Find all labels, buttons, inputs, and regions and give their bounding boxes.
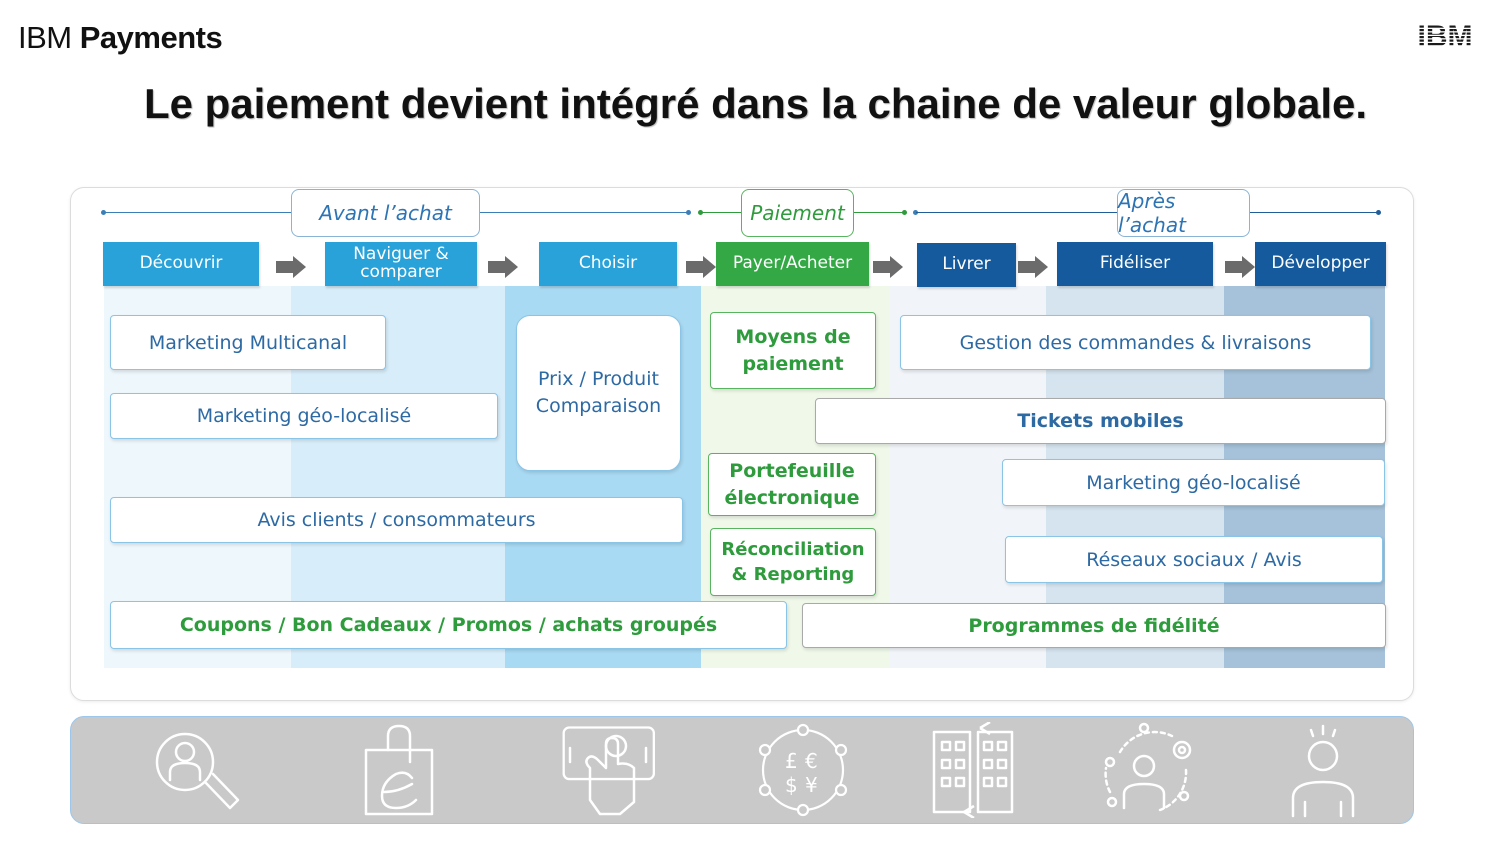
box-marketing-geo-localise-left: Marketing géo-localisé <box>110 393 498 439</box>
ibm-logo-icon: IBM <box>1418 22 1473 50</box>
arrow-right-icon <box>686 256 716 278</box>
box-marketing-multicanal: Marketing Multicanal <box>110 315 386 370</box>
phase-before: Avant l’achat <box>291 189 480 237</box>
arrow-right-icon <box>873 256 903 278</box>
box-portefeuille-electronique: Portefeuille électronique <box>708 453 876 516</box>
brand-title: IBM Payments <box>18 20 223 56</box>
step-livrer: Livrer <box>917 243 1016 287</box>
brand-bold: Payments <box>79 20 223 55</box>
buildings-icon <box>932 722 1014 818</box>
page-title: Le paiement devient intégré dans la chai… <box>143 80 1368 127</box>
svg-text:¥: ¥ <box>805 773 818 797</box>
phase-line-end-dot <box>1376 210 1381 215</box>
phase-payment: Paiement <box>741 189 854 237</box>
currency-cycle-icon: £ € $ ¥ <box>758 723 848 817</box>
phase-line-start-dot <box>913 210 918 215</box>
svg-text:£: £ <box>785 749 798 773</box>
arrow-right-icon <box>1018 256 1048 278</box>
arrow-right-icon <box>276 256 306 278</box>
box-avis-clients: Avis clients / consommateurs <box>110 497 683 543</box>
network-person-icon <box>1104 722 1192 812</box>
idea-person-icon <box>1291 724 1355 818</box>
step-fideliser: Fidéliser <box>1057 242 1213 286</box>
box-gestion-commandes: Gestion des commandes & livraisons <box>900 315 1371 370</box>
box-reconciliation-reporting: Réconciliation & Reporting <box>710 528 876 596</box>
arrow-right-icon <box>488 256 518 278</box>
phase-line-start-dot <box>101 210 106 215</box>
box-coupons-promos: Coupons / Bon Cadeaux / Promos / achats … <box>110 601 787 649</box>
phase-after: Après l’achat <box>1117 189 1250 237</box>
box-tickets-mobiles: Tickets mobiles <box>815 398 1386 444</box>
step-developper: Développer <box>1255 242 1386 286</box>
logo-text: IBM <box>1418 22 1473 50</box>
arrow-right-icon <box>1225 256 1255 278</box>
phase-line-end-dot <box>902 210 907 215</box>
search-person-icon <box>155 732 240 810</box>
touch-tablet-icon <box>562 726 655 816</box>
svg-text:$: $ <box>785 773 798 797</box>
box-programmes-fidelite: Programmes de fidélité <box>802 603 1386 648</box>
icon-bar <box>70 716 1414 824</box>
svg-text:€: € <box>805 749 818 773</box>
brand-light: IBM <box>18 20 72 55</box>
step-payer-acheter: Payer/Acheter <box>716 242 869 286</box>
phase-line-end-dot <box>686 210 691 215</box>
box-reseaux-sociaux-avis: Réseaux sociaux / Avis <box>1005 536 1383 583</box>
phase-line-start-dot <box>698 210 703 215</box>
shopping-bag-icon <box>364 724 434 816</box>
box-moyens-de-paiement: Moyens de paiement <box>710 312 876 389</box>
step-naviguer-comparer: Naviguer & comparer <box>325 242 477 286</box>
step-choisir: Choisir <box>539 242 677 286</box>
box-prix-produit-comparaison: Prix / Produit Comparaison <box>516 315 681 471</box>
step-decouvrir: Découvrir <box>103 242 259 286</box>
box-marketing-geo-localise-right: Marketing géo-localisé <box>1002 459 1385 506</box>
